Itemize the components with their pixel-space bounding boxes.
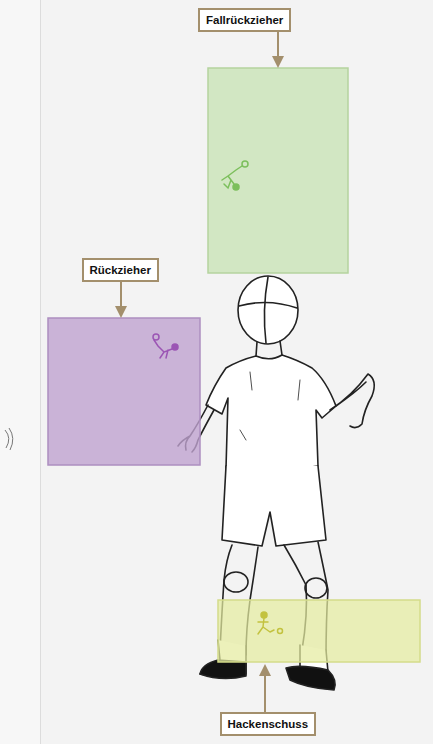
- icon-ball: [242, 161, 248, 167]
- icon-head: [261, 612, 267, 618]
- shirt-fold: [240, 372, 300, 440]
- icon-body: [222, 166, 242, 188]
- icon-ball: [153, 334, 159, 340]
- head-line: [264, 277, 268, 343]
- back-kick-icon: [153, 334, 178, 358]
- label-text: Fallrückzieher: [206, 10, 283, 30]
- arrow-head: [259, 664, 271, 676]
- knee: [224, 572, 248, 592]
- panel-border: [40, 0, 41, 744]
- arrow-head: [272, 56, 284, 68]
- label-text: Hackenschuss: [228, 714, 309, 734]
- sketch-fragment: [5, 428, 13, 450]
- knee: [305, 578, 327, 598]
- zone-purple: [48, 318, 200, 465]
- zone-yellow: [218, 600, 420, 662]
- shorts: [222, 466, 326, 546]
- shirt: [206, 355, 336, 471]
- side-panel: [0, 0, 40, 744]
- label-box: Rückzieher: [82, 258, 159, 282]
- neck: [256, 341, 282, 356]
- heel-kick-icon: [258, 612, 283, 634]
- leader-line: [277, 32, 279, 58]
- arrow-head: [115, 306, 127, 318]
- icon-ball: [278, 629, 283, 634]
- icon-body: [154, 340, 172, 358]
- icon-head: [233, 184, 239, 190]
- zone-green: [208, 68, 348, 273]
- label-box: Hackenschuss: [220, 712, 317, 736]
- label-text: Rückzieher: [90, 260, 151, 280]
- head: [238, 276, 298, 344]
- bicycle-kick-icon: [222, 161, 248, 190]
- leader-line: [120, 282, 122, 308]
- icon-head: [172, 344, 178, 350]
- icon-body: [258, 618, 274, 634]
- leader-line: [264, 674, 266, 712]
- head-line: [239, 302, 297, 308]
- label-box: Fallrückzieher: [198, 8, 291, 32]
- right-arm: [330, 374, 374, 428]
- leader-arrows: [115, 32, 284, 712]
- left-shoe: [200, 660, 246, 679]
- right-shoe: [286, 666, 335, 690]
